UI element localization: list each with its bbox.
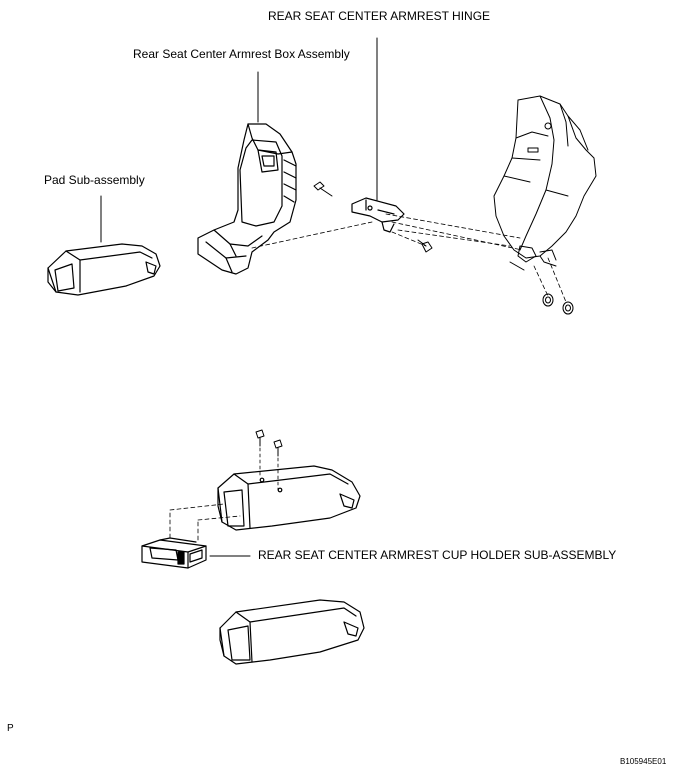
pad-sub-assembly-lower <box>220 600 364 664</box>
armrest-body-lower <box>218 466 360 530</box>
seat-back-frame <box>494 96 596 270</box>
screw-upper <box>314 182 332 196</box>
screws-lower-section <box>256 430 282 456</box>
alignment-lines-upper <box>252 214 566 302</box>
corner-mark: P <box>7 723 14 734</box>
screw-guide-lines <box>260 448 278 490</box>
pad-sub-assembly <box>48 244 160 295</box>
armrest-box-assembly <box>198 124 296 274</box>
armrest-hinge <box>352 198 404 232</box>
cup-holder-label: REAR SEAT CENTER ARMREST CUP HOLDER SUB-… <box>258 548 617 562</box>
box-assembly-label: Rear Seat Center Armrest Box Assembly <box>133 47 350 61</box>
pad-label: Pad Sub-assembly <box>44 173 145 187</box>
alignment-lines-lower <box>170 504 240 540</box>
hinge-label: REAR SEAT CENTER ARMREST HINGE <box>268 9 491 23</box>
figure-code: B105945E01 <box>620 757 667 766</box>
washers <box>543 294 573 314</box>
screw-lower <box>418 240 432 252</box>
cup-holder-sub-assembly <box>142 538 206 568</box>
